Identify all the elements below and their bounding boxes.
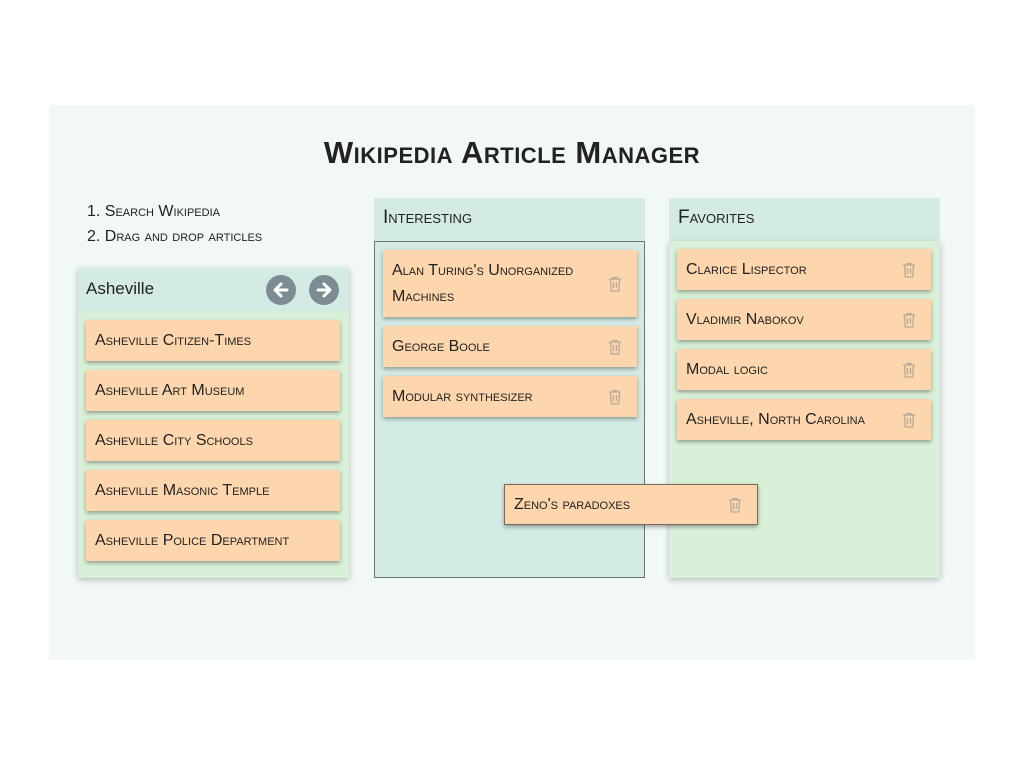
- article-title: Clarice Lispector: [686, 260, 807, 278]
- page-title: Wikipedia Article Manager: [323, 135, 701, 170]
- article-card[interactable]: Modular synthesizer: [383, 376, 637, 417]
- article-card[interactable]: Vladimir Nabokov: [677, 299, 931, 340]
- trash-icon[interactable]: [902, 262, 916, 278]
- instruction-step: 1. Search Wikipedia: [87, 203, 220, 220]
- instructions-list: 1. Search Wikipedia 2. Drag and drop art…: [87, 199, 262, 249]
- search-result-card[interactable]: Asheville Art Museum: [86, 370, 340, 411]
- article-card[interactable]: Modal logic: [677, 349, 931, 390]
- article-title: Vladimir Nabokov: [686, 310, 804, 328]
- search-result-card[interactable]: Asheville Masonic Temple: [86, 470, 340, 511]
- article-title: Alan Turing's Unorganized Machines: [392, 261, 574, 305]
- trash-icon[interactable]: [608, 389, 622, 405]
- interesting-column: Interesting Alan Turing's Unorganized Ma…: [374, 198, 645, 578]
- next-page-button[interactable]: [309, 275, 339, 305]
- dragging-article-card[interactable]: Zeno's paradoxes: [504, 484, 758, 525]
- trash-icon[interactable]: [902, 362, 916, 378]
- article-title: Asheville, North Carolina: [686, 410, 865, 428]
- article-card[interactable]: George Boole: [383, 326, 637, 367]
- app-container: Wikipedia Article Manager 1. Search Wiki…: [49, 105, 975, 660]
- article-card[interactable]: Alan Turing's Unorganized Machines: [383, 250, 637, 317]
- interesting-column-title: Interesting: [374, 198, 645, 241]
- search-result-card[interactable]: Asheville Police Department: [86, 520, 340, 561]
- search-panel: Asheville Citizen-Times Asheville Art Mu…: [78, 268, 349, 578]
- favorites-column: Favorites Clarice Lispector Vladimir Nab…: [669, 198, 940, 578]
- search-input[interactable]: [86, 276, 256, 302]
- article-title: Asheville Masonic Temple: [95, 481, 270, 499]
- trash-icon[interactable]: [728, 497, 742, 513]
- article-title: Modular synthesizer: [392, 387, 533, 405]
- arrow-left-icon: [273, 282, 289, 298]
- article-card[interactable]: Clarice Lispector: [677, 249, 931, 290]
- article-title: Zeno's paradoxes: [514, 495, 631, 513]
- favorites-column-title: Favorites: [669, 198, 940, 241]
- search-result-card[interactable]: Asheville Citizen-Times: [86, 320, 340, 361]
- trash-icon[interactable]: [608, 339, 622, 355]
- search-header: [78, 268, 349, 311]
- article-title: Asheville City Schools: [95, 431, 253, 449]
- trash-icon[interactable]: [608, 276, 622, 292]
- trash-icon[interactable]: [902, 312, 916, 328]
- article-title: George Boole: [392, 337, 490, 355]
- article-title: Asheville Police Department: [95, 531, 290, 549]
- trash-icon[interactable]: [902, 412, 916, 428]
- favorites-drop-zone[interactable]: Clarice Lispector Vladimir Nabokov Modal…: [669, 241, 940, 578]
- arrow-right-icon: [316, 282, 332, 298]
- article-title: Modal logic: [686, 360, 768, 378]
- search-result-card[interactable]: Asheville City Schools: [86, 420, 340, 461]
- article-card[interactable]: Asheville, North Carolina: [677, 399, 931, 440]
- interesting-drop-zone[interactable]: Alan Turing's Unorganized Machines Georg…: [374, 241, 645, 578]
- article-title: Asheville Citizen-Times: [95, 331, 252, 349]
- prev-page-button[interactable]: [266, 275, 296, 305]
- article-title: Asheville Art Museum: [95, 381, 245, 399]
- instruction-step: 2. Drag and drop articles: [87, 228, 263, 245]
